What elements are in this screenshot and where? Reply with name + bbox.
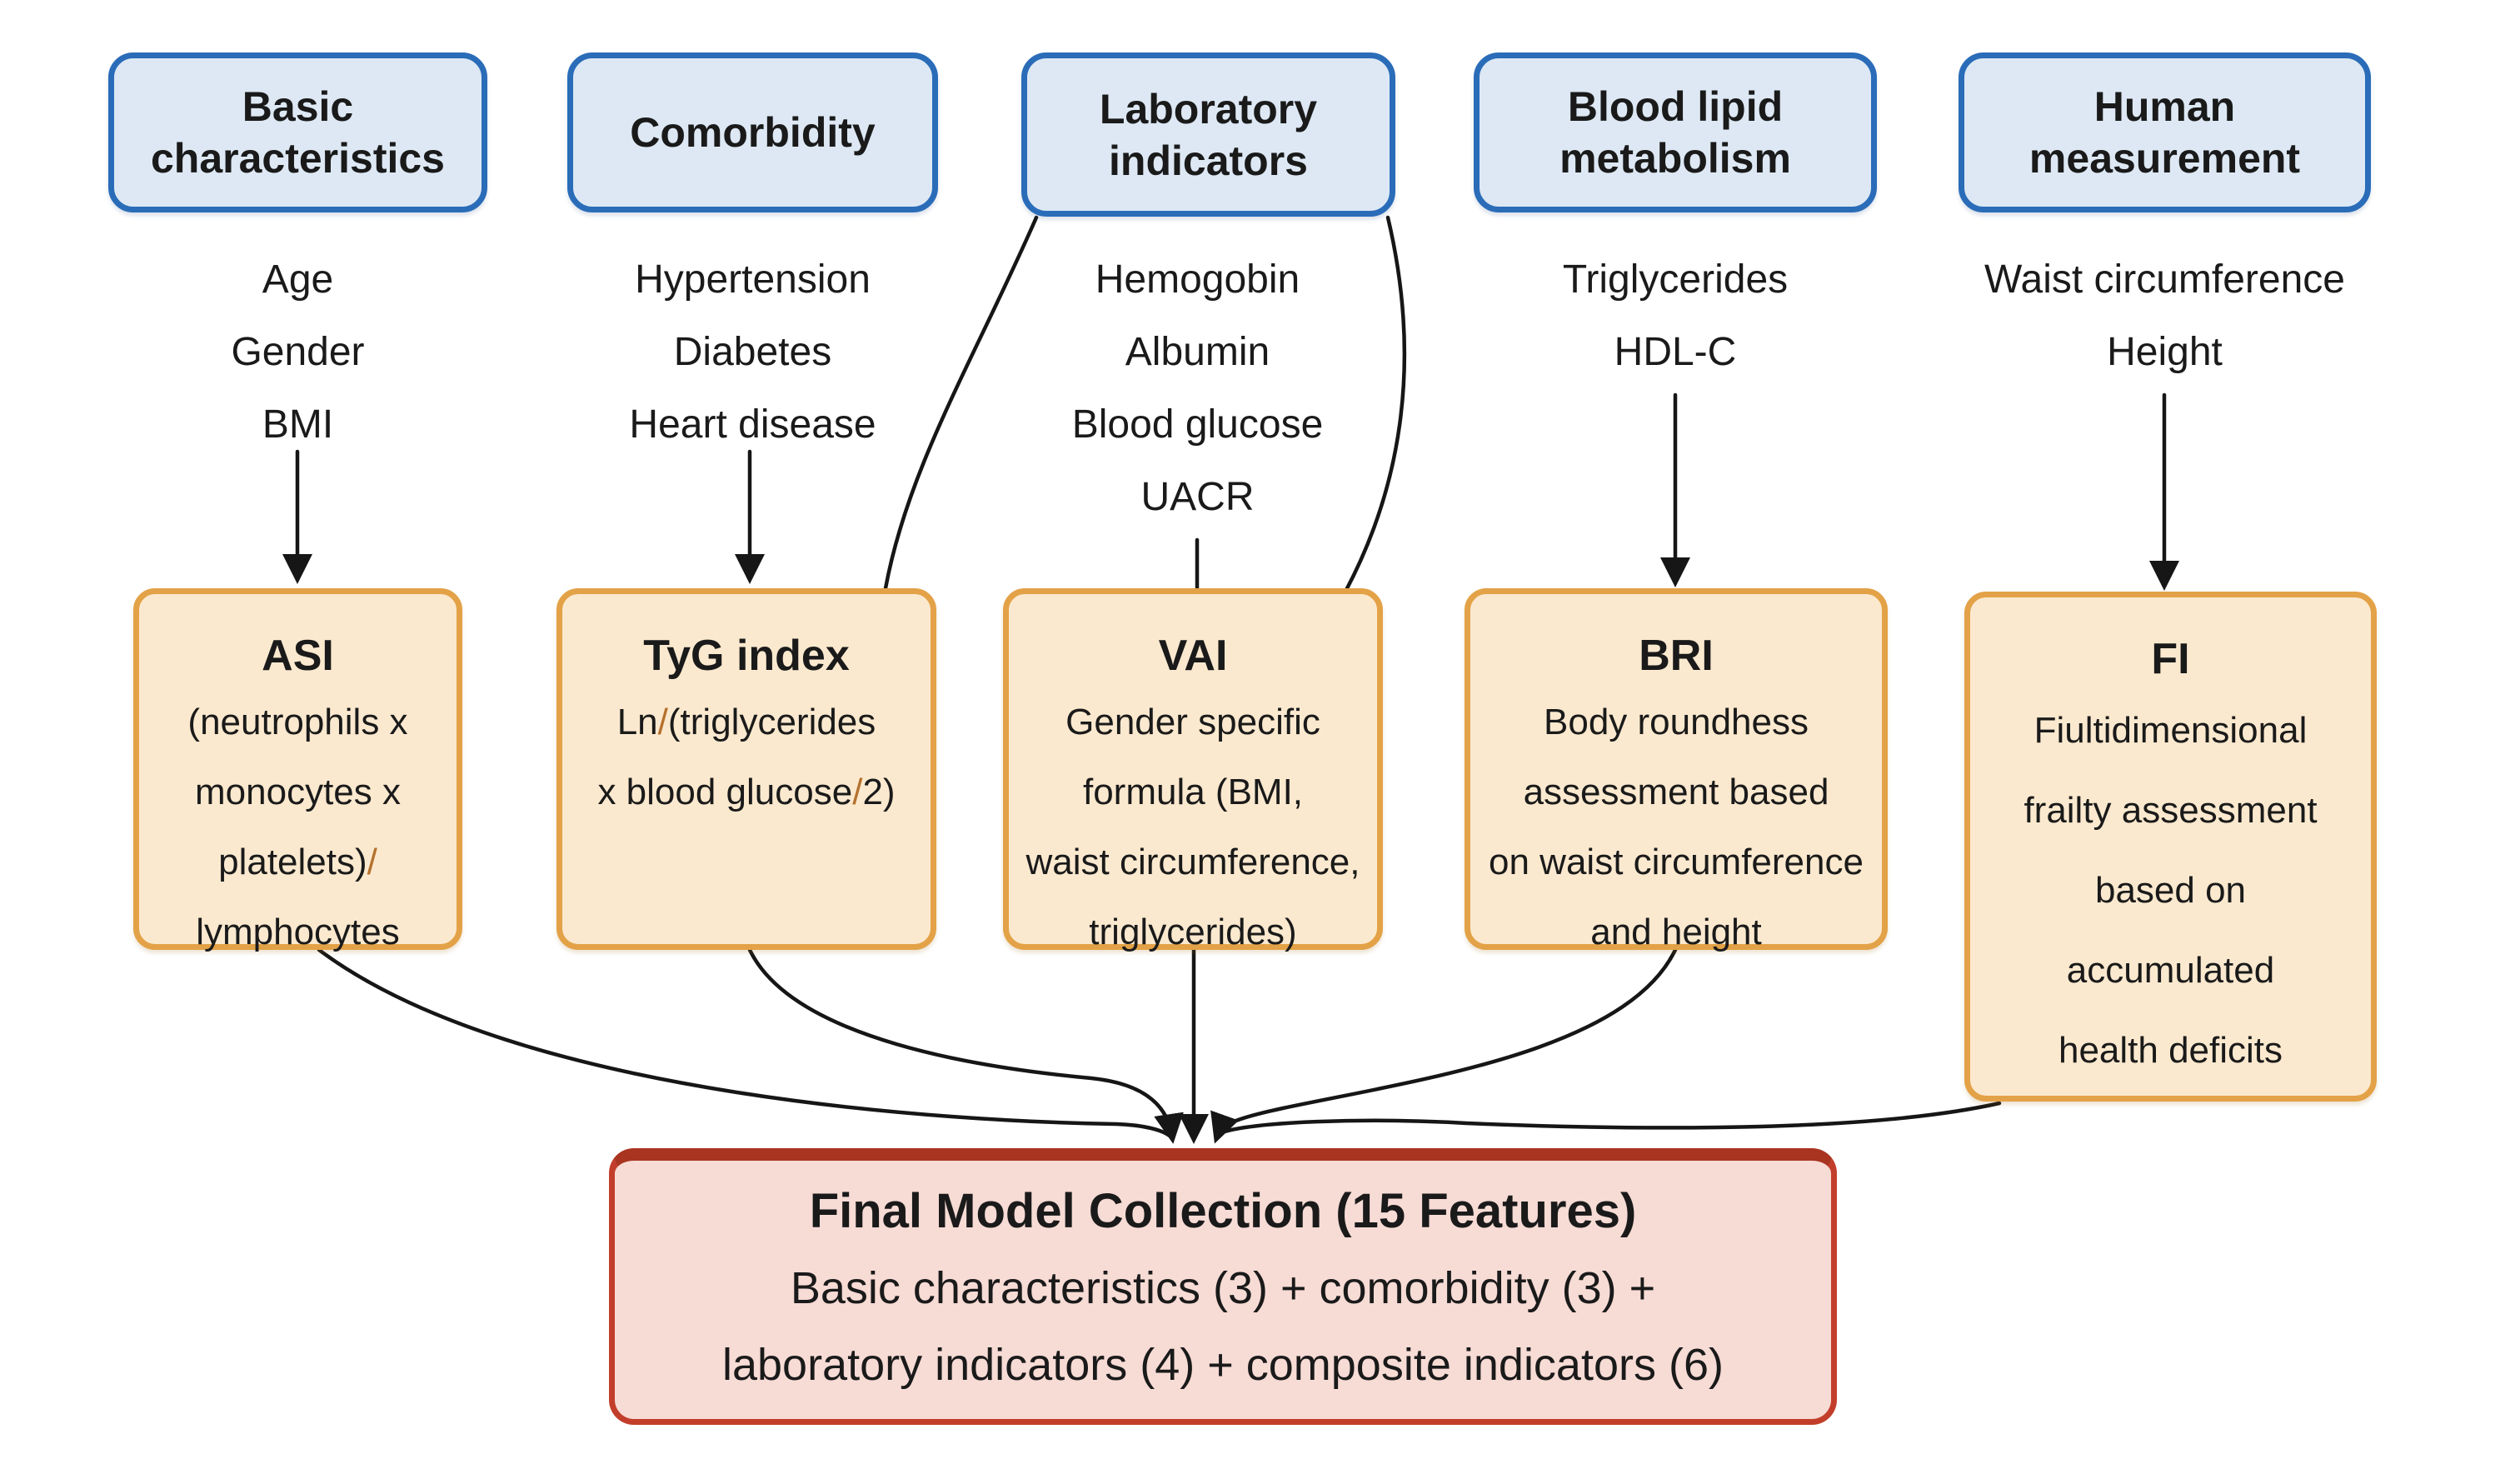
curve-tyg-to-final [747, 947, 1184, 1144]
index-description: Ln/(triglycerides x blood glucose/2) [562, 687, 931, 827]
category-title: Basic characteristics [150, 83, 445, 182]
category-box-laboratory-indicators: Laboratory indicators [1021, 52, 1395, 217]
description-line: Fiultidimensional [2033, 710, 2308, 751]
description-line: based on [2094, 870, 2247, 911]
description-line: frailty assessment [2023, 790, 2318, 831]
category-title: Laboratory indicators [1099, 85, 1318, 184]
curve-fi-to-final [1217, 1101, 2002, 1136]
index-description: Fiultidimensional frailty assessment bas… [1970, 691, 2371, 1091]
final-model-collection-box: Final Model Collection (15 Features) Bas… [609, 1148, 1837, 1425]
description-line: accumulated [2066, 950, 2275, 991]
index-title: VAI [1158, 632, 1228, 680]
description-line: Gender specific [1065, 702, 1320, 742]
feature-item: Height [2107, 330, 2223, 374]
index-title: FI [2151, 635, 2190, 683]
final-box-line: laboratory indicators (4) + composite in… [721, 1340, 1724, 1390]
feature-list-basic-characteristics: Age Gender BMI [108, 243, 487, 461]
feature-item: BMI [262, 402, 334, 447]
feature-item: Waist circumference [1984, 257, 2345, 302]
category-box-basic-characteristics: Basic characteristics [108, 52, 487, 212]
description-line: Ln/(triglycerides [616, 702, 876, 742]
final-box-line: Basic characteristics (3) + comorbidity … [790, 1263, 1656, 1313]
feature-item: HDL-C [1614, 330, 1737, 374]
feature-item: Triglycerides [1562, 257, 1789, 302]
description-line: and height [1590, 912, 1762, 952]
feature-item: Hypertension [635, 257, 871, 302]
index-box-bri: BRI Body roundhess assessment based on w… [1465, 588, 1888, 952]
feature-list-blood-lipid-metabolism: Triglycerides HDL-C [1474, 243, 1877, 388]
index-box-fi: FI Fiultidimensional frailty assessment … [1964, 592, 2377, 1102]
curve-laboratory-to-vai [1343, 215, 1407, 594]
category-title: Human measurement [2028, 83, 2301, 182]
description-line: lymphocytes [196, 912, 400, 952]
index-title: ASI [262, 632, 334, 680]
feature-item: Age [262, 257, 334, 302]
index-box-vai: VAI Gender specific formula (BMI, waist … [1003, 588, 1383, 952]
feature-item: Albumin [1125, 330, 1270, 374]
description-line: Body roundhess [1544, 702, 1809, 742]
description-line: (neutrophils x [187, 702, 408, 742]
description-line: x blood glucose/2) [597, 772, 896, 812]
index-box-tyg: TyG index Ln/(triglycerides x blood gluc… [556, 588, 936, 950]
curve-asi-to-final [317, 947, 1173, 1139]
index-title: BRI [1639, 632, 1714, 680]
description-line: formula (BMI, [1082, 772, 1304, 812]
index-title: TyG index [643, 632, 850, 680]
feature-item: Diabetes [673, 330, 832, 374]
category-title: Comorbidity [630, 109, 876, 156]
description-line: triglycerides) [1089, 912, 1297, 952]
index-description: Body roundhess assessment based on waist… [1470, 687, 1882, 967]
description-line: assessment based [1523, 772, 1829, 812]
feature-list-laboratory-indicators: Hemogobin Albumin Blood glucose UACR [1010, 243, 1385, 533]
description-line: monocytes x [195, 772, 401, 812]
index-box-asi: ASI (neutrophils x monocytes x platelets… [133, 588, 462, 952]
feature-list-human-measurement: Waist circumference Height [1959, 243, 2371, 388]
category-box-blood-lipid-metabolism: Blood lipid metabolism [1474, 52, 1877, 212]
curve-laboratory-to-tyg [883, 215, 1039, 591]
index-description: (neutrophils x monocytes x platelets)/ l… [139, 687, 457, 967]
description-line: platelets)/ [218, 842, 377, 882]
final-box-title: Final Model Collection (15 Features) [809, 1184, 1637, 1238]
category-box-comorbidity: Comorbidity [567, 52, 938, 212]
feature-item: Hemogobin [1095, 257, 1300, 302]
feature-item: Heart disease [629, 402, 876, 447]
description-line: health deficits [2058, 1030, 2283, 1071]
description-line: on waist circumference [1489, 842, 1864, 882]
category-box-human-measurement: Human measurement [1959, 52, 2371, 212]
feature-item: UACR [1140, 475, 1255, 519]
feature-item: Gender [231, 330, 365, 374]
feature-item: Blood glucose [1071, 402, 1324, 447]
curve-bri-to-final [1210, 947, 1678, 1144]
description-line: waist circumference, [1025, 842, 1360, 882]
index-description: Gender specific formula (BMI, waist circ… [1009, 687, 1377, 967]
category-title: Blood lipid metabolism [1559, 83, 1791, 182]
feature-list-comorbidity: Hypertension Diabetes Heart disease [567, 243, 938, 461]
